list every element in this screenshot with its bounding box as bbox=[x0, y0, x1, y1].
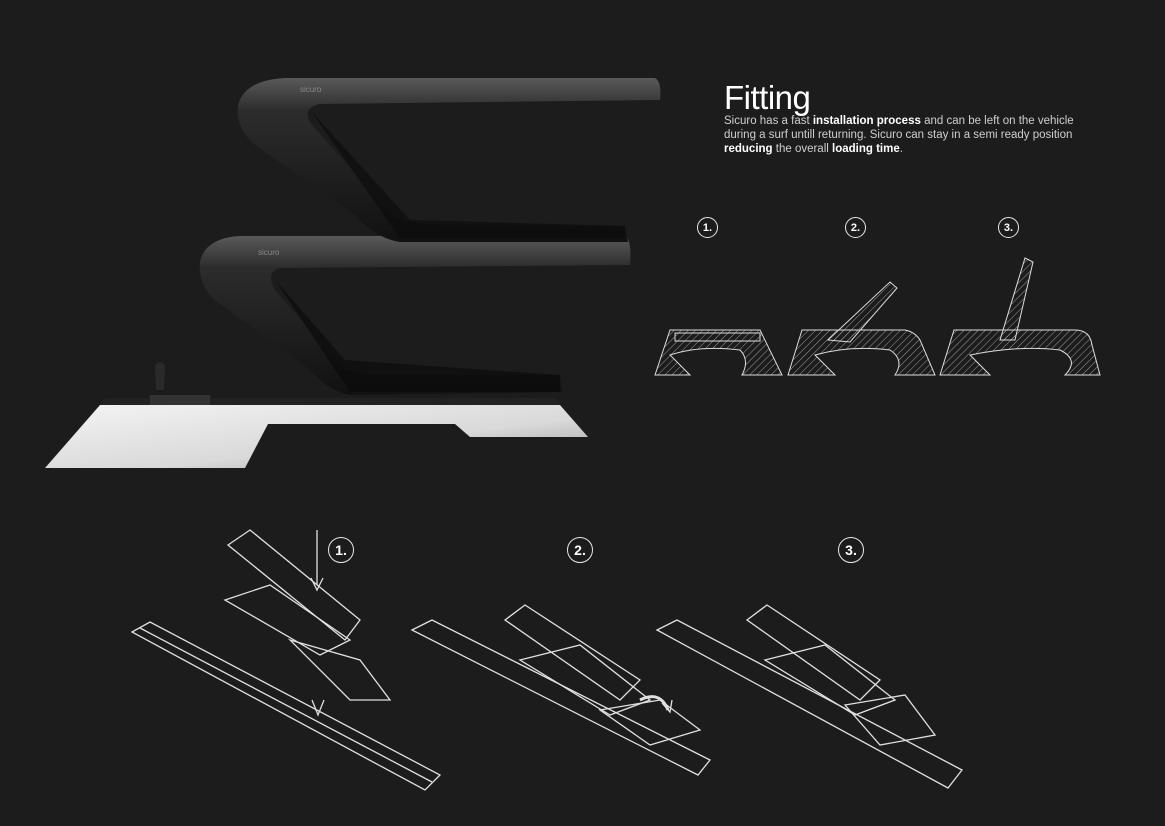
install-3 bbox=[655, 604, 963, 789]
base bbox=[45, 405, 588, 468]
section-diagrams bbox=[654, 257, 1101, 376]
product-render: sicuro sicuro bbox=[45, 78, 661, 468]
section-2 bbox=[787, 281, 936, 376]
page-title: Fitting bbox=[724, 79, 811, 116]
desc-text: Sicuro has a fast bbox=[724, 115, 813, 127]
section-1 bbox=[654, 329, 783, 376]
description: Sicuro has a fast installation process a… bbox=[724, 114, 1104, 156]
section-step-3: 3. bbox=[998, 217, 1019, 238]
install-1 bbox=[130, 529, 442, 791]
install-2 bbox=[410, 604, 712, 776]
section-step-1: 1. bbox=[697, 217, 718, 238]
svg-text:sicuro: sicuro bbox=[300, 85, 322, 94]
upper-arm bbox=[237, 78, 661, 242]
install-diagrams bbox=[130, 529, 963, 791]
desc-text: and can be left on the vehicle during a … bbox=[724, 115, 1074, 141]
install-step-3: 3. bbox=[838, 537, 864, 563]
section-3 bbox=[939, 257, 1101, 376]
install-step-1: 1. bbox=[328, 537, 354, 563]
desc-text: . bbox=[899, 143, 903, 155]
install-step-2: 2. bbox=[567, 537, 593, 563]
lever-knob bbox=[155, 362, 165, 390]
desc-bold: installation process bbox=[812, 115, 921, 127]
desc-bold: reducing bbox=[724, 143, 773, 155]
lower-arm bbox=[199, 236, 631, 395]
section-step-2: 2. bbox=[845, 217, 866, 238]
desc-text: the overall bbox=[772, 143, 833, 155]
desc-bold: loading time bbox=[832, 143, 900, 155]
svg-text:sicuro: sicuro bbox=[258, 248, 280, 257]
